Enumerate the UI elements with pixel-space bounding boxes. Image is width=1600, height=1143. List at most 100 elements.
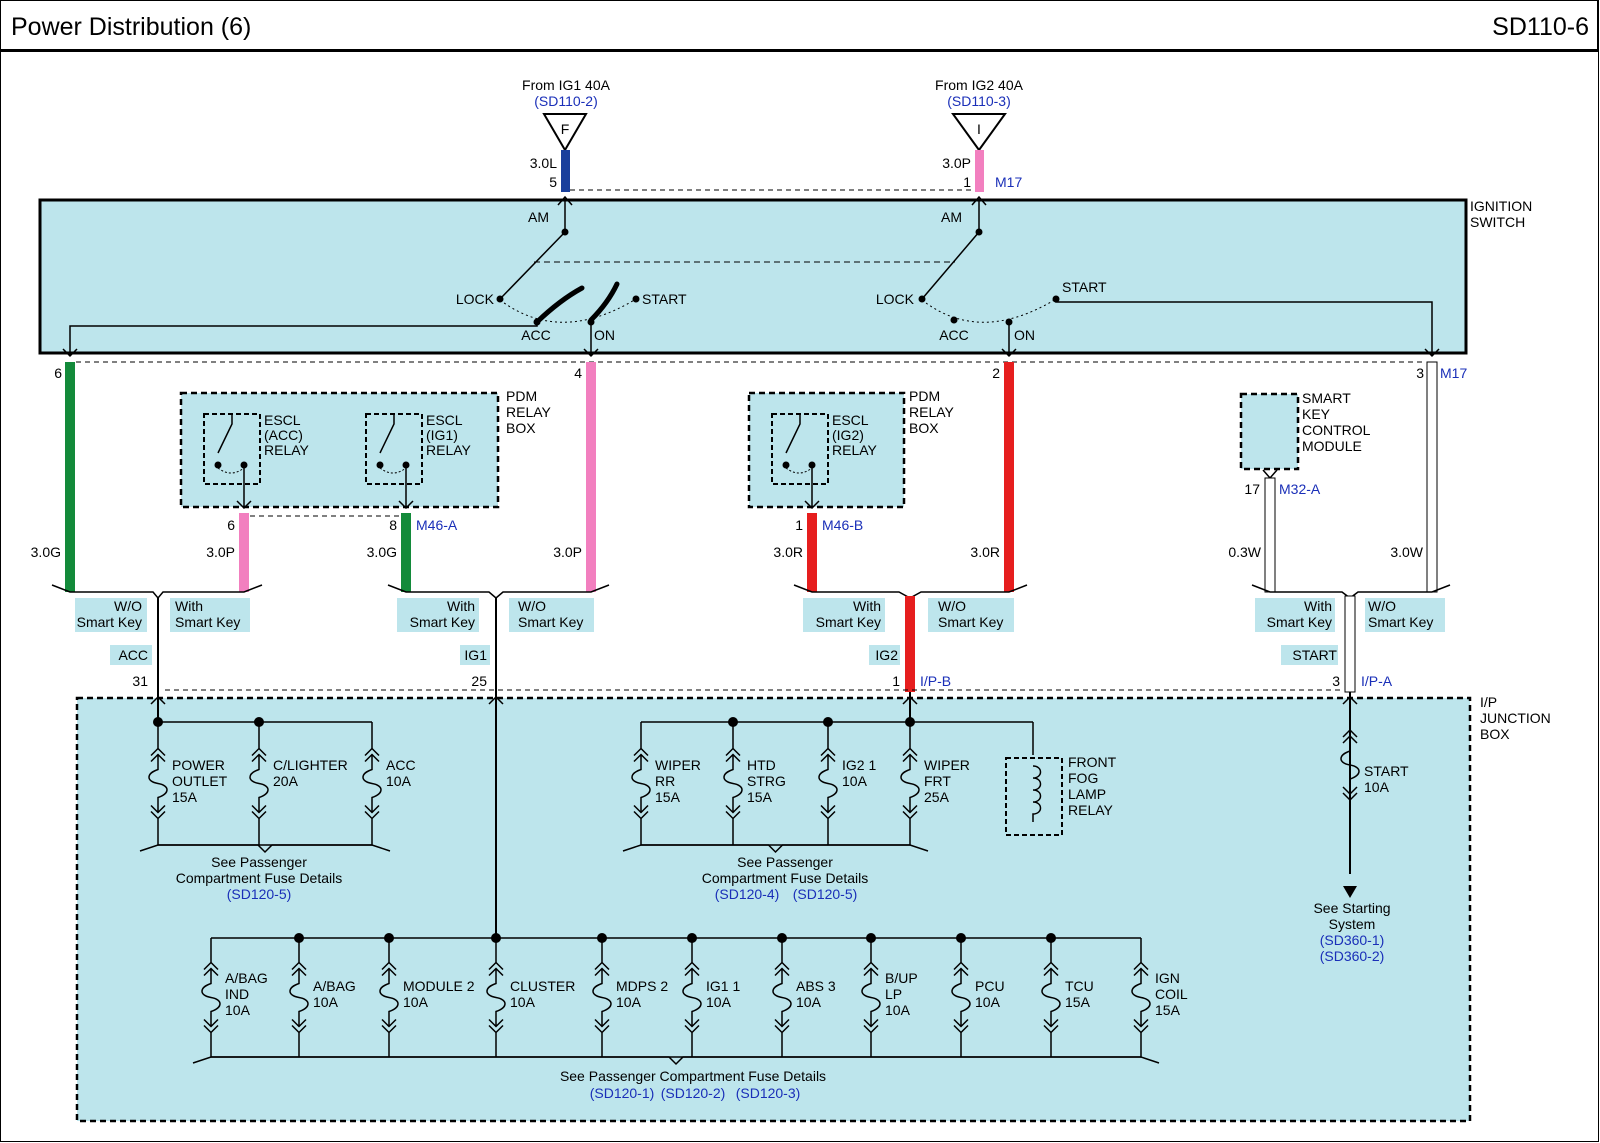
start-wo-line-1: W/O [1368,598,1396,614]
m17-top-conn: M17 [995,174,1022,190]
acc-note-ref[interactable]: (SD120-5) [227,886,292,902]
acc-with-line-1: With [175,598,203,614]
escl-acc-line-2: (ACC) [264,427,303,443]
ig2-group-bracket [622,844,929,854]
ig1-circuit-tag: IG1 [464,647,487,663]
jb-label-3: BOX [1480,726,1510,742]
pdm2-label-3: BOX [909,420,939,436]
wire-ig2-wo: 3.0R [970,544,1000,560]
ig1-wo-line-2: Smart Key [518,614,583,630]
switch-pin-3: 3 [1416,365,1424,381]
smart-key-line-3: CONTROL [1302,422,1371,438]
fuse-acc-2-line-2: 20A [273,773,299,789]
fuse-ig2-2-line-1: HTD [747,757,776,773]
ig2-with-line-2: Smart Key [816,614,881,630]
fuse-ig2-4-line-3: 25A [924,789,950,805]
fuse-ig1-8-line-3: 10A [885,1002,911,1018]
ig1-note-ref-1[interactable]: (SD120-1) [590,1085,655,1101]
escl-ig1-line-3: RELAY [426,442,472,458]
fuse-ig2-3-line-2: 10A [842,773,868,789]
ig2-note-ref-2[interactable]: (SD120-5) [793,886,858,902]
pdm2-label-1: PDM [909,388,940,404]
ipa-conn: I/P-A [1361,673,1393,689]
left-start-label: START [642,291,687,307]
ipb-conn: I/P-B [920,673,951,689]
fuse-ig1-5 [592,938,612,1057]
fuse-ig2-1 [631,722,651,845]
escl-ig2-line-3: RELAY [832,442,878,458]
switch-pin-2: 2 [992,365,1000,381]
ig2-source-label: From IG2 40A [935,77,1024,93]
acc-contact-bar [534,285,585,325]
connector-i-label: I [977,121,981,137]
ig2-source-ref[interactable]: (SD110-3) [947,93,1011,109]
fuse-ig1-11 [1131,938,1151,1057]
fuse-ig2-1-line-3: 15A [655,789,681,805]
fuse-ig1-2-line-1: A/BAG [313,978,356,994]
wire-ig2-with: 3.0R [773,544,803,560]
fog-relay-coil [1032,765,1042,822]
wire-acc-with: 3.0P [206,544,235,560]
start-note-ref-1[interactable]: (SD360-1) [1320,932,1385,948]
ig2-with-option-bg [803,598,885,632]
fuse-ig1-5-line-1: MDPS 2 [616,978,668,994]
switch-pin-6: 6 [54,365,62,381]
ig2-jb-pin: 1 [892,673,900,689]
ig2-note-ref-1[interactable]: (SD120-4) [715,886,780,902]
fuse-ig1-9-line-2: 10A [975,994,1001,1010]
ig1-wo-line-1: W/O [518,598,546,614]
fuse-start-line-2: 10A [1364,779,1390,795]
right-lock-label: LOCK [876,291,915,307]
ig1-note-ref-2[interactable]: (SD120-2) [661,1085,726,1101]
fuse-ig1-3 [379,938,399,1057]
ignition-switch-box [38,198,1468,355]
fuse-ig2-2-line-3: 15A [747,789,773,805]
ig2-note-line-1: See Passenger [737,854,833,870]
fuse-ig1-2-line-2: 10A [313,994,339,1010]
pdm1-label-2: RELAY [506,404,552,420]
fuse-ig1-8 [861,938,881,1057]
pdm1-pin-ig1: 8 [389,517,397,533]
ig1-note-line-1: See Passenger Compartment Fuse Details [560,1068,826,1084]
ig2-feed-wire [905,596,915,692]
fuse-acc-3-line-2: 10A [386,773,412,789]
ig1-source-ref[interactable]: (SD110-2) [534,93,598,109]
fuse-ig1-4 [486,938,506,1057]
escl-ig2-line-2: (IG2) [832,427,864,443]
fuse-ig1-1-line-3: 10A [225,1002,251,1018]
ig2-pin: 1 [963,174,971,190]
fog-relay-line-1: FRONT [1068,754,1117,770]
fuse-ig1-11-line-2: COIL [1155,986,1188,1002]
m17-bottom-conn: M17 [1440,365,1467,381]
start-with-line-2: Smart Key [1267,614,1332,630]
fuse-start-line-1: START [1364,763,1409,779]
wire-start-with: 0.3W [1228,544,1261,560]
left-lock-label: LOCK [456,291,495,307]
smart-key-line-1: SMART [1302,390,1351,406]
connector-f-label: F [561,121,570,137]
fuse-ig2-2-line-2: STRG [747,773,786,789]
junction-box [75,696,1472,1123]
ig1-note-ref-3[interactable]: (SD120-3) [736,1085,801,1101]
smart-key-module-box [1239,392,1300,471]
right-acc-label: ACC [939,327,969,343]
fuse-ig1-3-line-2: 10A [403,994,429,1010]
wire-start-wo: 3.0W [1390,544,1423,560]
start-note-line-1: See Starting [1313,900,1390,916]
ig1-with-line-1: With [447,598,475,614]
m46b-conn: M46-B [822,517,863,533]
ig1-with-green-wire [401,513,411,592]
fuse-ig1-1-line-1: A/BAG [225,970,268,986]
m32a-conn: M32-A [1279,481,1321,497]
connector-i-triangle [951,113,1007,152]
fuse-acc-1-line-1: POWER [172,757,225,773]
fuse-ig1-11-line-3: 15A [1155,1002,1181,1018]
right-am-label: AM [941,209,962,225]
ignition-switch-label-1: IGNITION [1470,198,1532,214]
ig2-with-line-1: With [853,598,881,614]
ignition-switch-label-2: SWITCH [1470,214,1525,230]
start-note-ref-2[interactable]: (SD360-2) [1320,948,1385,964]
ig2-wo-line-2: Smart Key [938,614,1003,630]
fuse-ig1-10 [1041,938,1061,1057]
fuse-ig1-2 [289,938,309,1057]
